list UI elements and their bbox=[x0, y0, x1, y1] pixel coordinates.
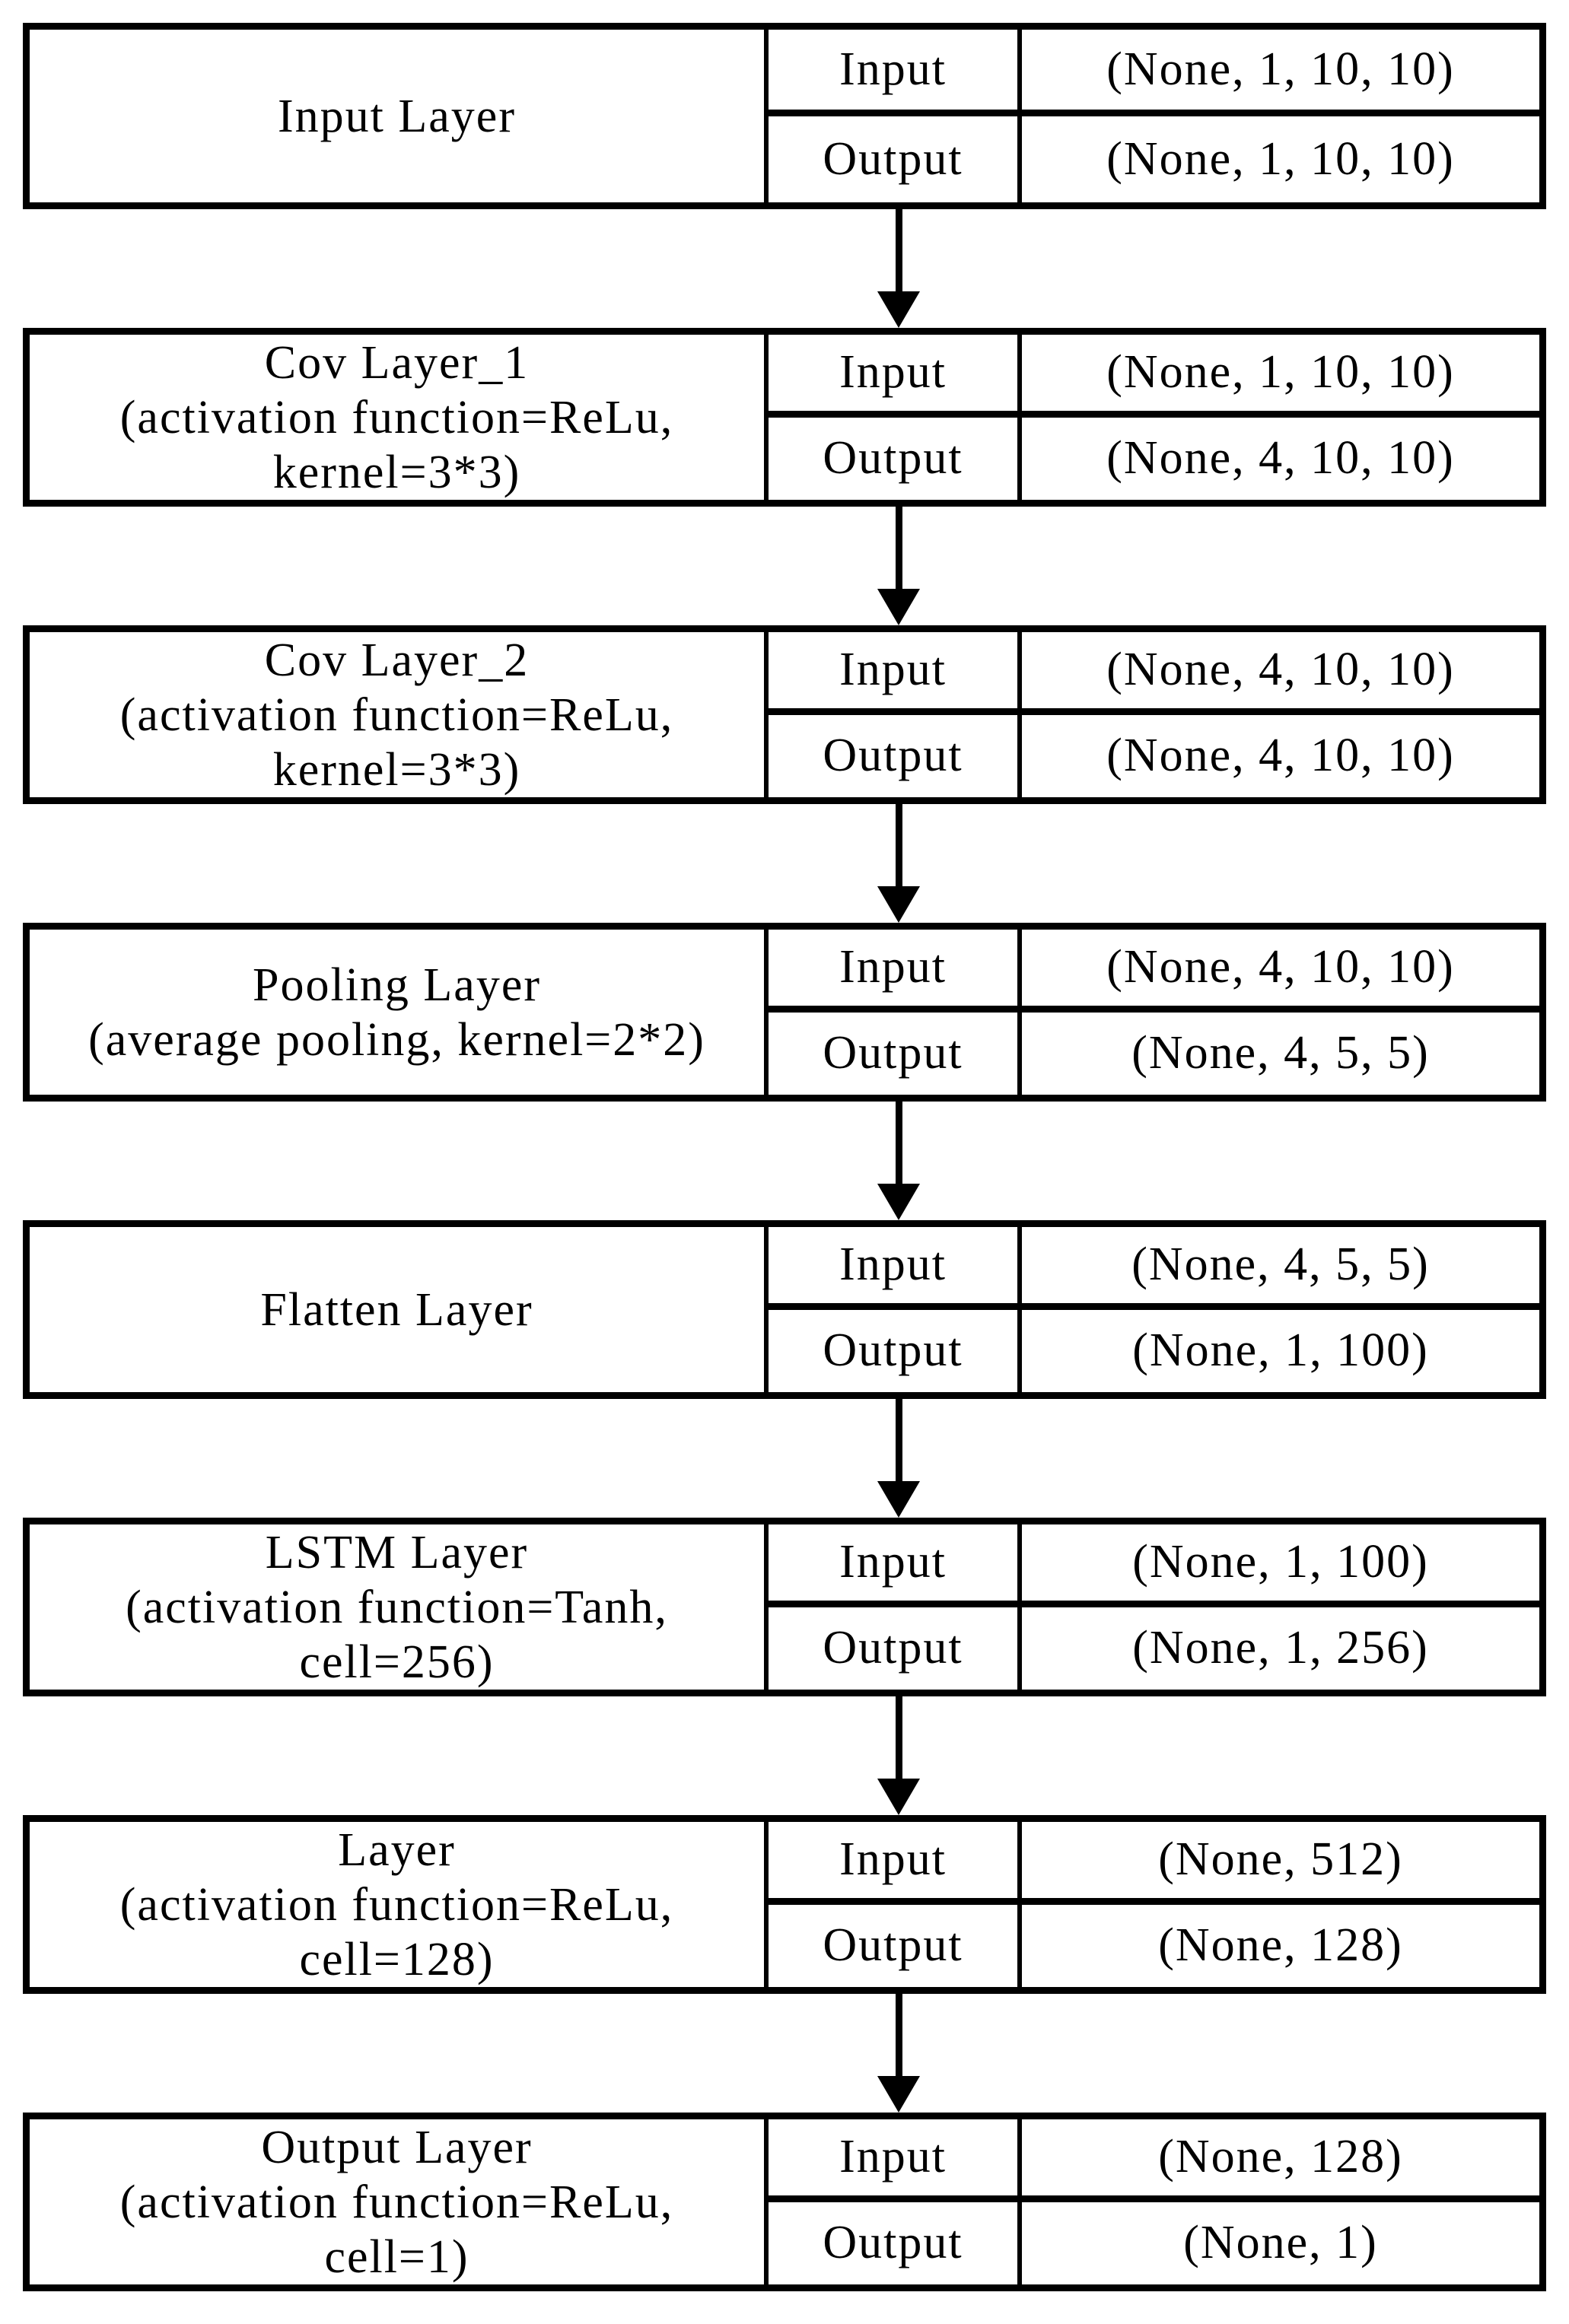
layer-name-line: (activation function=Tanh, bbox=[126, 1581, 668, 1633]
layer-name-line: LSTM Layer bbox=[265, 1526, 529, 1578]
output-shape-value: (None, 128) bbox=[1158, 1919, 1403, 1972]
layer-name-line: kernel=3*3) bbox=[272, 743, 521, 796]
output-row-label: Output bbox=[769, 714, 1022, 797]
layer-name-line: Input Layer bbox=[278, 90, 516, 142]
input-row-label: Input bbox=[769, 632, 1022, 715]
layer-name-line: Cov Layer_1 bbox=[264, 336, 530, 389]
layer-name-input-layer: Input Layer bbox=[30, 30, 769, 202]
arrow-head-icon bbox=[877, 291, 920, 328]
layer-name-pooling-layer: Pooling Layer (average pooling, kernel=2… bbox=[30, 930, 769, 1095]
input-row-label: Input bbox=[769, 2119, 1022, 2202]
arrow-stem bbox=[895, 209, 902, 291]
flow-down-arrow bbox=[877, 209, 920, 328]
arrow-stem bbox=[895, 1102, 902, 1184]
arrow-head-icon bbox=[877, 589, 920, 625]
block-dense-layer: Layer (activation function=ReLu, cell=12… bbox=[23, 1815, 1546, 1994]
output-shape-value: (None, 1, 256) bbox=[1132, 1622, 1429, 1674]
output-shape-value: (None, 4, 5, 5) bbox=[1131, 1027, 1430, 1079]
output-row-label: Output bbox=[769, 116, 1022, 202]
block-input-layer: Input Layer Input (None, 1, 10, 10) Outp… bbox=[23, 23, 1546, 209]
layer-name-line: kernel=3*3) bbox=[272, 446, 521, 498]
input-shape-value: (None, 1, 10, 10) bbox=[1022, 335, 1539, 418]
flow-down-arrow bbox=[877, 1994, 920, 2113]
arrow-stem bbox=[895, 1696, 902, 1779]
output-row-label: Output bbox=[769, 1904, 1022, 1987]
output-shape-value: (None, 1) bbox=[1183, 2217, 1378, 2269]
layer-name-line: (activation function=ReLu, bbox=[119, 2176, 674, 2228]
output-row-label: Output bbox=[769, 417, 1022, 500]
output-row-label: Output bbox=[769, 1012, 1022, 1095]
connector-gap bbox=[23, 804, 1546, 923]
output-shape-value: (None, 1, 100) bbox=[1132, 1324, 1429, 1377]
input-row-label: Input bbox=[769, 1227, 1022, 1310]
layer-name-lstm-layer: LSTM Layer (activation function=Tanh, ce… bbox=[30, 1524, 769, 1690]
layer-name-line: cell=128) bbox=[299, 1933, 495, 1985]
arrow-stem bbox=[895, 804, 902, 886]
input-shape-value: (None, 1, 100) bbox=[1022, 1524, 1539, 1607]
output-shape-value: (None, 4, 10, 10) bbox=[1106, 432, 1455, 485]
layer-name-line: Pooling Layer bbox=[253, 959, 541, 1011]
output-shape-value: (None, 1, 10, 10) bbox=[1106, 132, 1455, 185]
input-shape-value: (None, 128) bbox=[1022, 2119, 1539, 2202]
input-row-label: Input bbox=[769, 1524, 1022, 1607]
connector-gap bbox=[23, 1102, 1546, 1220]
block-output-layer: Output Layer (activation function=ReLu, … bbox=[23, 2113, 1546, 2291]
arrow-head-icon bbox=[877, 1184, 920, 1220]
block-cov-layer-2: Cov Layer_2 (activation function=ReLu, k… bbox=[23, 625, 1546, 804]
arrow-stem bbox=[895, 1994, 902, 2076]
block-cov-layer-1: Cov Layer_1 (activation function=ReLu, k… bbox=[23, 328, 1546, 507]
layer-name-cov-layer-2: Cov Layer_2 (activation function=ReLu, k… bbox=[30, 632, 769, 797]
flow-down-arrow bbox=[877, 804, 920, 923]
layer-name-line: Flatten Layer bbox=[260, 1283, 533, 1336]
layer-name-line: (activation function=ReLu, bbox=[119, 688, 674, 741]
input-shape-value: (None, 1, 10, 10) bbox=[1022, 30, 1539, 116]
layer-name-flatten-layer: Flatten Layer bbox=[30, 1227, 769, 1392]
layer-name-cov-layer-1: Cov Layer_1 (activation function=ReLu, k… bbox=[30, 335, 769, 500]
arrow-head-icon bbox=[877, 2076, 920, 2113]
layer-name-line: cell=256) bbox=[299, 1636, 495, 1688]
input-shape-value: (None, 512) bbox=[1022, 1822, 1539, 1905]
output-shape-value: (None, 4, 10, 10) bbox=[1106, 730, 1455, 782]
layer-name-output-layer: Output Layer (activation function=ReLu, … bbox=[30, 2119, 769, 2284]
flow-down-arrow bbox=[877, 507, 920, 625]
layer-name-line: Output Layer bbox=[261, 2121, 533, 2173]
input-shape-value: (None, 4, 10, 10) bbox=[1022, 930, 1539, 1013]
connector-gap bbox=[23, 1994, 1546, 2113]
layer-name-line: cell=1) bbox=[324, 2230, 469, 2283]
arrow-stem bbox=[895, 1399, 902, 1481]
input-row-label: Input bbox=[769, 30, 1022, 116]
block-lstm-layer: LSTM Layer (activation function=Tanh, ce… bbox=[23, 1518, 1546, 1696]
block-flatten-layer: Flatten Layer Input (None, 4, 5, 5) Outp… bbox=[23, 1220, 1546, 1399]
input-row-label: Input bbox=[769, 1822, 1022, 1905]
arrow-head-icon bbox=[877, 1481, 920, 1518]
connector-gap bbox=[23, 1399, 1546, 1518]
output-row-label: Output bbox=[769, 2202, 1022, 2284]
block-pooling-layer: Pooling Layer (average pooling, kernel=2… bbox=[23, 923, 1546, 1102]
layer-name-line: Layer bbox=[338, 1823, 456, 1876]
input-row-label: Input bbox=[769, 930, 1022, 1013]
connector-gap bbox=[23, 507, 1546, 625]
connector-gap bbox=[23, 1696, 1546, 1815]
input-row-label: Input bbox=[769, 335, 1022, 418]
layer-name-line: Cov Layer_2 bbox=[264, 634, 530, 686]
flow-down-arrow bbox=[877, 1399, 920, 1518]
input-shape-value: (None, 4, 5, 5) bbox=[1022, 1227, 1539, 1310]
layer-name-line: (activation function=ReLu, bbox=[119, 1878, 674, 1931]
input-shape-value: (None, 4, 10, 10) bbox=[1022, 632, 1539, 715]
arrow-stem bbox=[895, 507, 902, 589]
layer-name-line: (average pooling, kernel=2*2) bbox=[88, 1013, 705, 1066]
output-row-label: Output bbox=[769, 1607, 1022, 1690]
layer-name-dense-layer: Layer (activation function=ReLu, cell=12… bbox=[30, 1822, 769, 1987]
layer-stack: Input Layer Input (None, 1, 10, 10) Outp… bbox=[23, 23, 1546, 2291]
arrow-head-icon bbox=[877, 886, 920, 923]
layer-name-line: (activation function=ReLu, bbox=[119, 391, 674, 443]
flow-down-arrow bbox=[877, 1696, 920, 1815]
arrow-head-icon bbox=[877, 1779, 920, 1815]
connector-gap bbox=[23, 209, 1546, 328]
flow-down-arrow bbox=[877, 1102, 920, 1220]
output-row-label: Output bbox=[769, 1309, 1022, 1392]
